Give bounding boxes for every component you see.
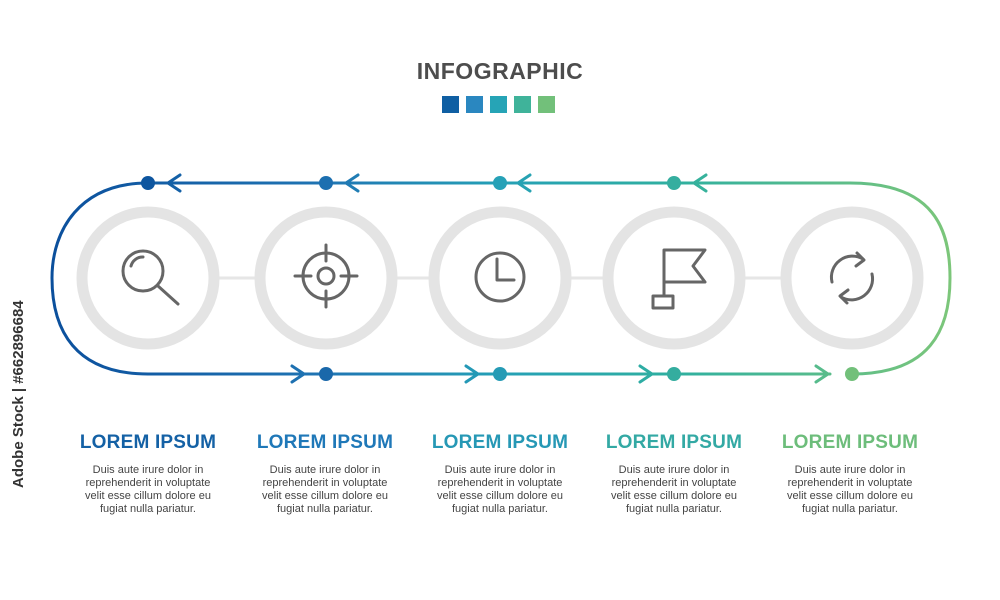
description-line: reprehenderit in voluptate <box>437 477 563 489</box>
flow-dot <box>667 367 681 381</box>
color-swatch <box>466 96 483 113</box>
flow-dot <box>141 176 155 190</box>
flow-dot <box>319 367 333 381</box>
color-swatch <box>514 96 531 113</box>
flag-icon <box>651 248 707 310</box>
step-1-circle <box>76 206 220 350</box>
description-line: fugiat nulla pariatur. <box>451 503 548 515</box>
color-swatch <box>490 96 507 113</box>
left-curve <box>50 181 150 376</box>
color-swatch <box>538 96 555 113</box>
color-swatch-row <box>442 96 555 113</box>
arrow-left-icon <box>516 173 532 193</box>
arrow-right-icon <box>464 364 480 384</box>
arrow-left-icon <box>166 173 182 193</box>
description-line: fugiat nulla pariatur. <box>625 503 722 515</box>
description-line: velit esse cillum dolore eu <box>611 490 737 502</box>
description-line: reprehenderit in voluptate <box>611 477 737 489</box>
step-title: LOREM IPSUM <box>605 432 743 453</box>
step-description: Duis aute irure dolor in reprehenderit i… <box>584 464 764 516</box>
refresh-icon <box>829 251 875 305</box>
step-5-text: LOREM IPSUM Duis aute irure dolor in rep… <box>760 432 940 516</box>
description-line: velit esse cillum dolore eu <box>85 490 211 502</box>
step-description: Duis aute irure dolor in reprehenderit i… <box>235 464 415 516</box>
step-title: LOREM IPSUM <box>781 432 919 453</box>
top-right-curve <box>692 181 952 376</box>
flow-dot <box>319 176 333 190</box>
step-2-circle <box>254 206 398 350</box>
step-title: LOREM IPSUM <box>431 432 569 453</box>
step-description: Duis aute irure dolor in reprehenderit i… <box>760 464 940 516</box>
search-icon <box>121 249 180 306</box>
description-line: Duis aute irure dolor in <box>794 464 906 476</box>
arrow-left-icon <box>344 173 360 193</box>
target-icon <box>293 243 359 309</box>
description-line: fugiat nulla pariatur. <box>801 503 898 515</box>
step-3-text: LOREM IPSUM Duis aute irure dolor in rep… <box>410 432 590 516</box>
step-description: Duis aute irure dolor in reprehenderit i… <box>410 464 590 516</box>
arrow-right-icon <box>638 364 654 384</box>
description-line: reprehenderit in voluptate <box>85 477 211 489</box>
step-description: Duis aute irure dolor in reprehenderit i… <box>58 464 238 516</box>
arrow-left-icon <box>692 173 708 193</box>
step-4-circle <box>602 206 746 350</box>
description-line: velit esse cillum dolore eu <box>262 490 388 502</box>
arrow-right-icon <box>814 364 830 384</box>
flow-dot <box>493 367 507 381</box>
description-line: Duis aute irure dolor in <box>92 464 204 476</box>
arrow-right-icon <box>290 364 306 384</box>
description-line: reprehenderit in voluptate <box>787 477 913 489</box>
step-title: LOREM IPSUM <box>79 432 217 453</box>
description-line: Duis aute irure dolor in <box>444 464 556 476</box>
description-line: fugiat nulla pariatur. <box>99 503 196 515</box>
description-line: velit esse cillum dolore eu <box>437 490 563 502</box>
step-title: LOREM IPSUM <box>256 432 394 453</box>
description-line: Duis aute irure dolor in <box>618 464 730 476</box>
description-line: reprehenderit in voluptate <box>262 477 388 489</box>
stock-credit-text: Adobe Stock | #662896684 <box>10 300 27 488</box>
flow-dot <box>493 176 507 190</box>
description-line: velit esse cillum dolore eu <box>787 490 913 502</box>
description-line: fugiat nulla pariatur. <box>276 503 373 515</box>
description-line: Duis aute irure dolor in <box>269 464 381 476</box>
clock-icon <box>474 251 526 303</box>
flow-dot <box>667 176 681 190</box>
step-1-text: LOREM IPSUM Duis aute irure dolor in rep… <box>58 432 238 516</box>
flow-dot <box>845 367 859 381</box>
step-2-text: LOREM IPSUM Duis aute irure dolor in rep… <box>235 432 415 516</box>
step-4-text: LOREM IPSUM Duis aute irure dolor in rep… <box>584 432 764 516</box>
color-swatch <box>442 96 459 113</box>
step-3-circle <box>428 206 572 350</box>
step-5-circle <box>780 206 924 350</box>
infographic-title: INFOGRAPHIC <box>416 58 584 84</box>
